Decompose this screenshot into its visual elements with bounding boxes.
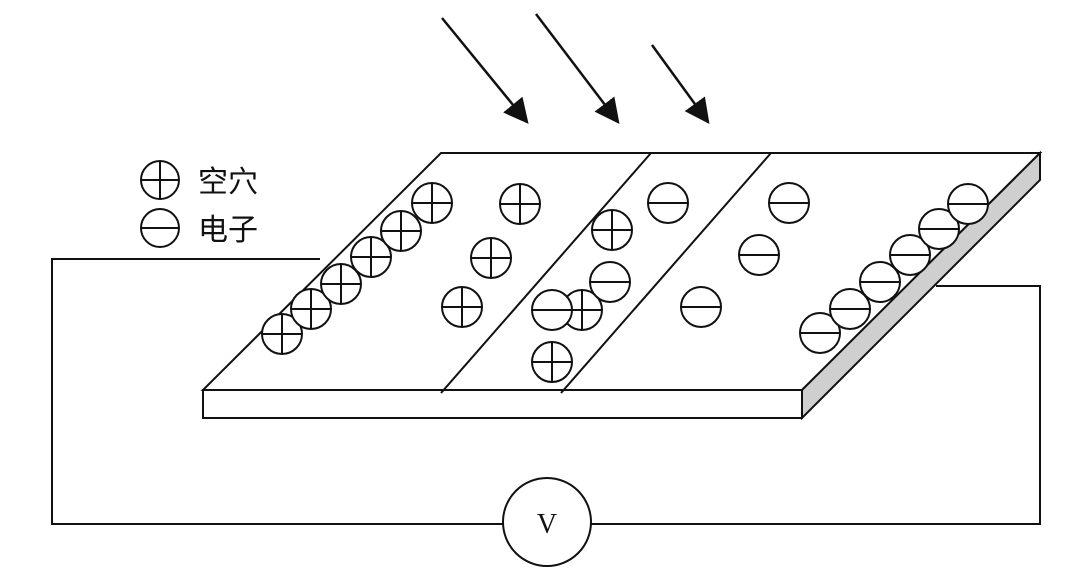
electron-icon (918, 208, 960, 250)
legend-electron-icon (140, 208, 180, 248)
junction-boundary-right (560, 152, 772, 394)
voltmeter-label: V (537, 509, 557, 540)
hole-icon (261, 313, 303, 355)
electron-icon (589, 261, 631, 303)
carriers (261, 182, 989, 383)
electron-icon (768, 182, 810, 224)
light-arrow-icon (535, 13, 620, 124)
hole-icon (380, 210, 422, 252)
left-wire (51, 258, 503, 525)
circuit-wires (51, 258, 1041, 525)
light-arrow-icon (441, 17, 529, 124)
voltmeter-icon (502, 477, 592, 567)
light-arrow-icon (650, 44, 710, 125)
electron-icon (829, 288, 871, 330)
hole-icon (441, 286, 483, 328)
hole-icon (290, 288, 332, 330)
hole-icon (320, 263, 362, 305)
electron-icon (680, 286, 722, 328)
voltmeter: V (502, 477, 592, 567)
hole-icon (411, 182, 453, 224)
hole-icon (591, 209, 633, 251)
legend-hole-icon (140, 160, 180, 200)
electron-icon (889, 234, 931, 276)
legend-electron-label: 电子 (198, 213, 258, 248)
electron-icon (859, 261, 901, 303)
legend: 空穴 电子 (140, 160, 258, 248)
slab-front-face (202, 389, 803, 419)
hole-icon (561, 289, 603, 331)
hole-icon (350, 236, 392, 278)
hole-icon (531, 341, 573, 383)
electron-icon (799, 312, 841, 354)
electron-icon (947, 183, 989, 225)
hole-icon (470, 237, 512, 279)
electron-icon (738, 234, 780, 276)
hole-icon (499, 183, 541, 225)
legend-hole-label: 空穴 (198, 165, 258, 200)
light-arrows (441, 13, 710, 125)
junction-boundary-left (440, 152, 652, 394)
electron-icon (531, 289, 573, 331)
right-wire (591, 285, 1041, 525)
electron-icon (647, 182, 689, 224)
